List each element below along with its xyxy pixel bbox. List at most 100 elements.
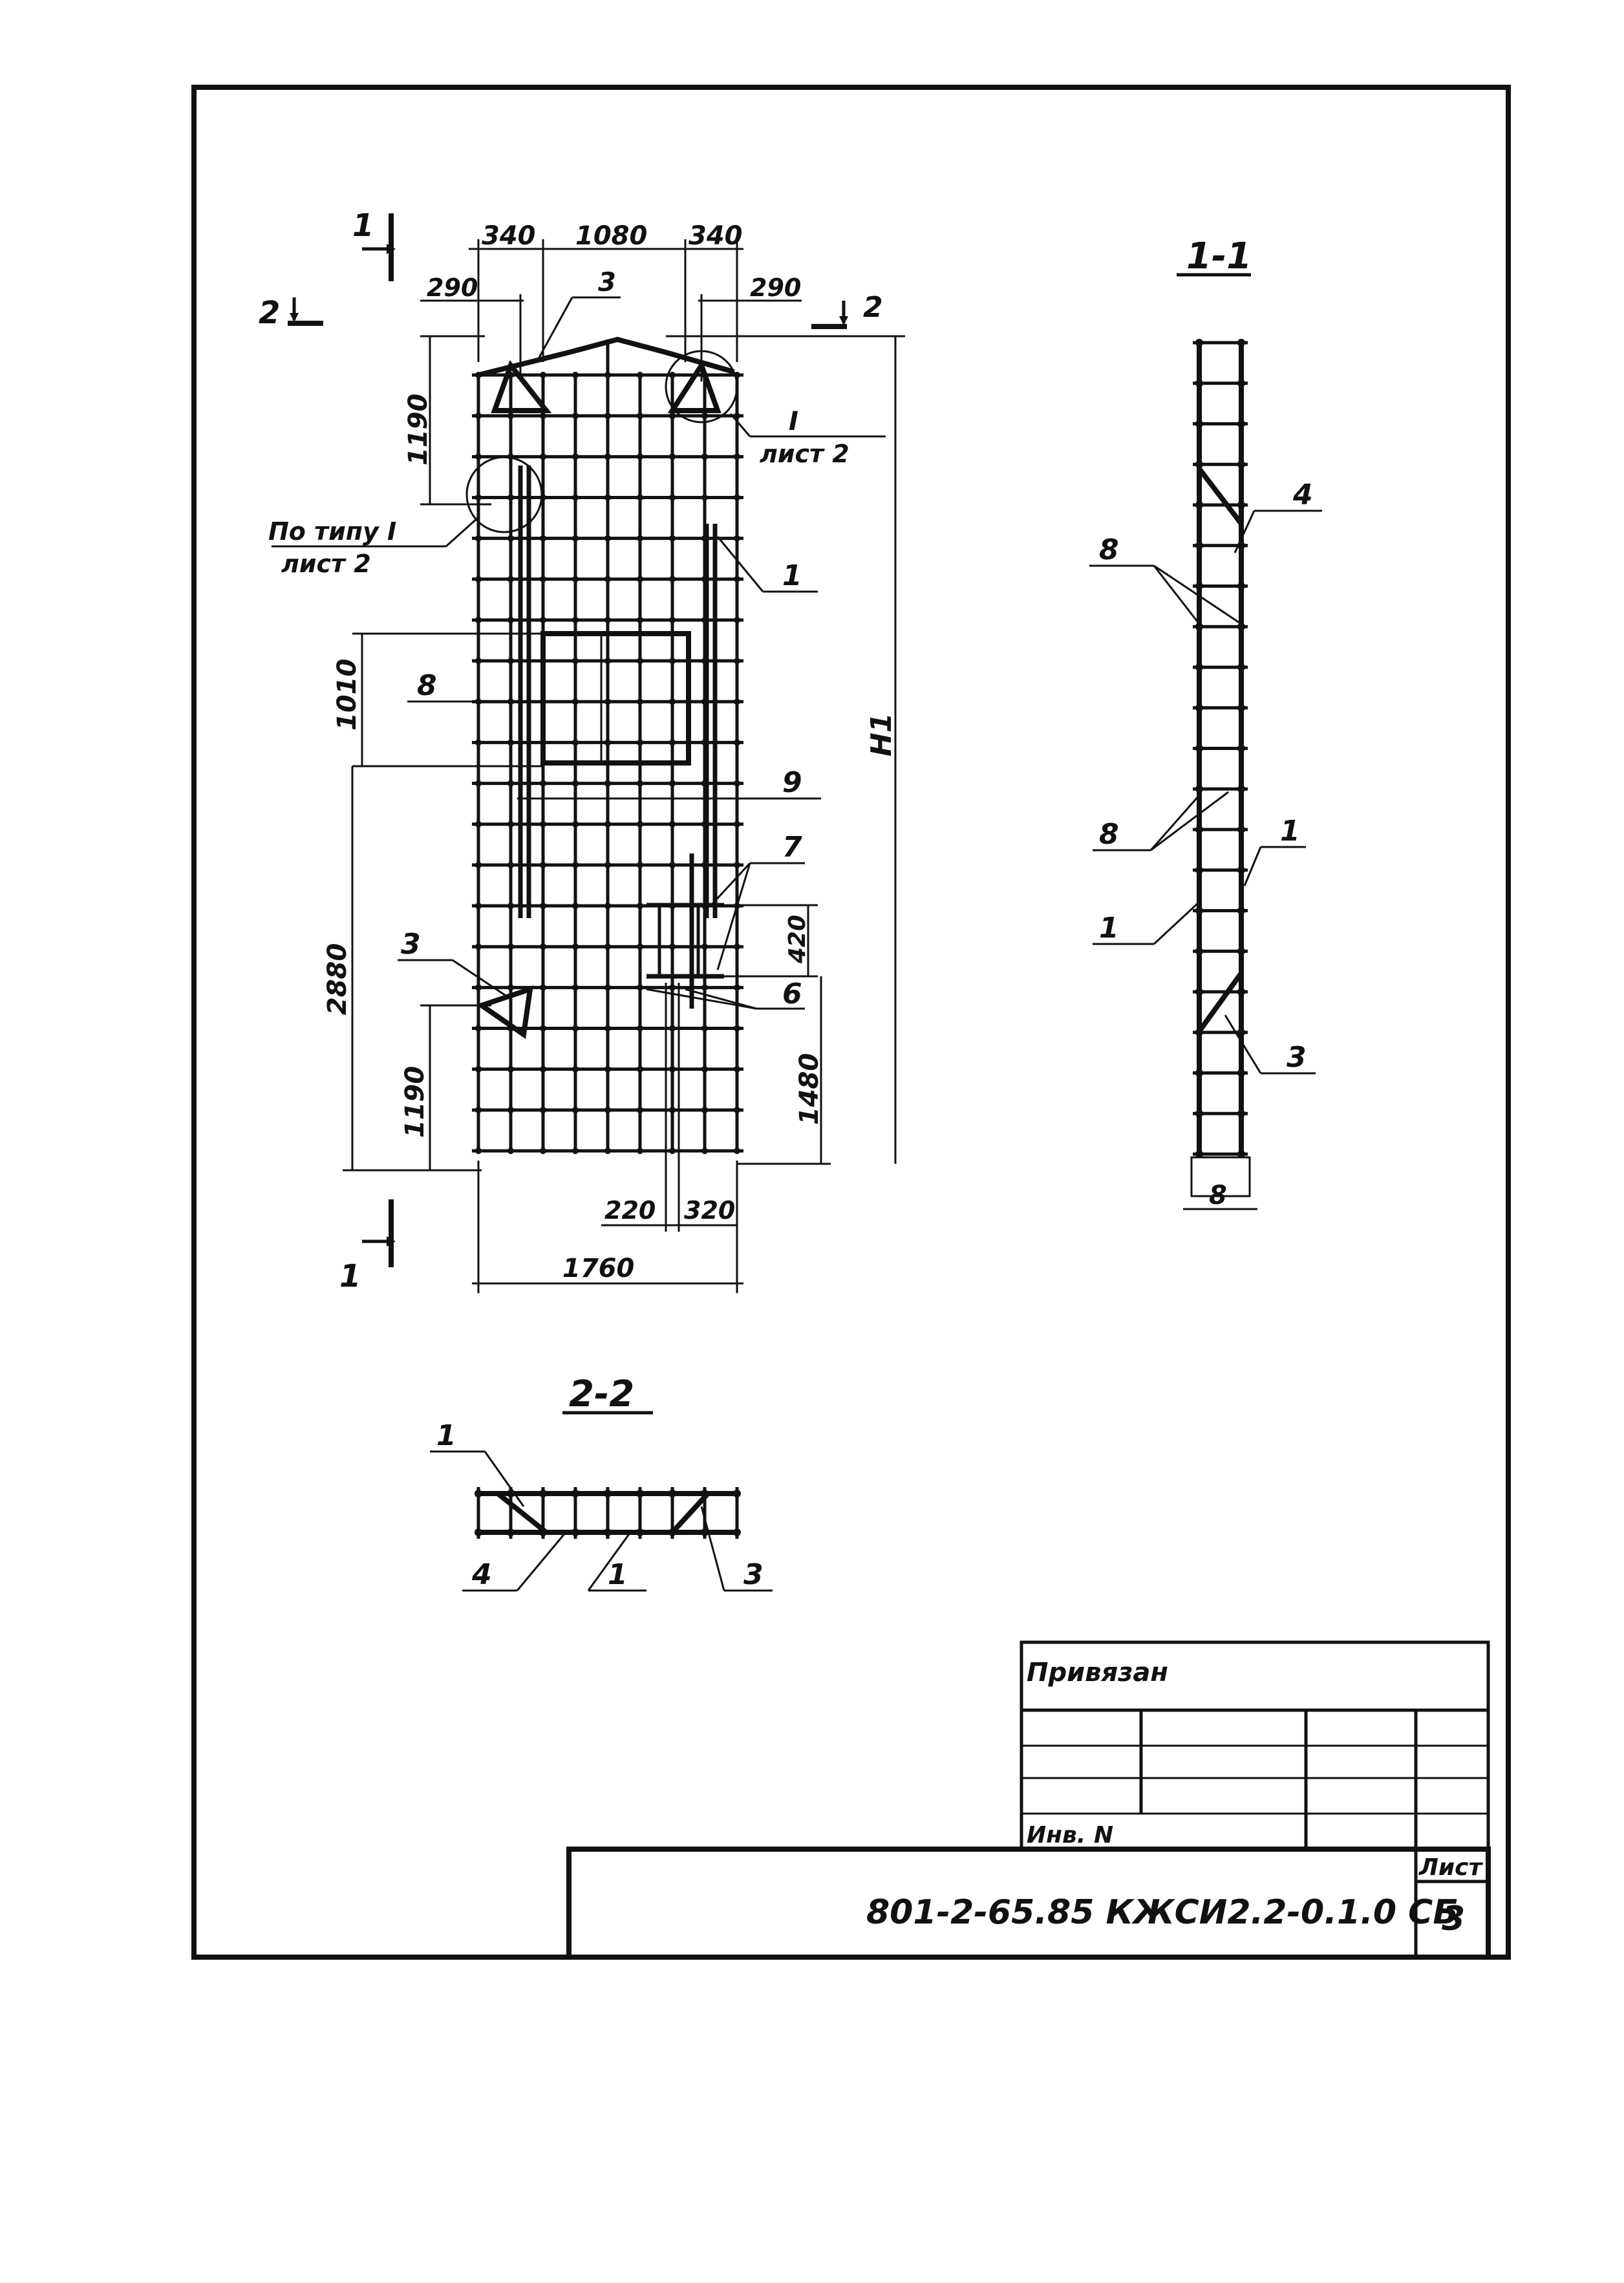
mesh-weld-point: [701, 413, 708, 420]
mesh-weld-point: [637, 453, 643, 460]
mesh-weld-point: [604, 1106, 611, 1113]
mesh-weld-point: [508, 820, 514, 828]
document-code: 801-2-65.85 КЖСИ2.2-0.1.0 СБ: [866, 1893, 1458, 1932]
mesh-weld-point: [734, 413, 740, 420]
mesh-weld-point: [604, 1025, 611, 1032]
mesh-weld-point: [637, 984, 643, 991]
dim-total-width: 1760: [562, 1254, 634, 1283]
section-1-1-callout-8b: 8: [1099, 818, 1119, 851]
mesh-weld-point: [637, 616, 643, 623]
section-1-1-bar-dot: [1237, 947, 1245, 956]
dim-opening: 1010: [332, 659, 362, 731]
section-1-1-bar-dot: [1237, 623, 1245, 631]
section-cut-1-top-label: 1: [352, 208, 374, 244]
mesh-weld-point: [540, 535, 546, 542]
mesh-weld-point: [572, 1025, 579, 1032]
section-2-2-bar-dot: [475, 1490, 482, 1497]
section-1-1-callout-8a-leader-1: [1153, 565, 1201, 625]
mesh-weld-point: [572, 903, 579, 910]
section-2-2-bar-dot: [572, 1490, 579, 1497]
mesh-weld-point: [734, 453, 740, 460]
section-1-1-bar-dot: [1237, 785, 1245, 793]
mesh-weld-point: [572, 658, 579, 665]
mesh-weld-point: [604, 984, 611, 991]
section-1-1-callout-8a: 8: [1099, 533, 1119, 566]
mesh-weld-point: [734, 1148, 740, 1154]
mesh-weld-point: [734, 1066, 740, 1073]
mesh-weld-point: [669, 1148, 676, 1154]
mesh-weld-point: [637, 658, 643, 665]
mesh-weld-point: [734, 1025, 740, 1032]
section-1-1-bar-dot: [1195, 988, 1203, 996]
section-1-1-bar-dot: [1195, 744, 1203, 753]
section-1-1-bar-dot: [1237, 866, 1245, 874]
mesh-weld-point: [701, 1106, 708, 1113]
mesh-weld-point: [604, 575, 611, 583]
sheet-frame: [191, 85, 1511, 1960]
section-2-2-bar-dot: [701, 1528, 709, 1536]
section-1-1-bar-dot: [1237, 1150, 1245, 1158]
mesh-weld-point: [508, 903, 514, 910]
mesh-weld-point: [669, 575, 676, 583]
mesh-weld-point: [475, 372, 482, 378]
callout-6: 6: [782, 978, 802, 1011]
mesh-weld-point: [637, 413, 643, 420]
mesh-weld-point: [572, 984, 579, 991]
section-cut-1-bottom-label: 1: [339, 1258, 361, 1294]
mesh-weld-point: [637, 575, 643, 583]
mesh-weld-point: [540, 413, 546, 420]
mesh-weld-point: [669, 413, 676, 420]
dim-small-opening: 420: [784, 915, 811, 964]
callout-type-I-leader: [445, 516, 480, 548]
section-1-1-bar-dot: [1195, 826, 1203, 833]
mesh-weld-point: [604, 372, 611, 378]
section-2-2-callout-1-leader: [484, 1451, 525, 1507]
mesh-weld-point: [475, 616, 482, 623]
section-1-1: 1-1 8 4 8 8 1 1 3: [1089, 235, 1322, 1210]
section-1-1-bar-dot: [1237, 420, 1245, 428]
mesh-weld-point: [475, 535, 482, 542]
section-2-2-callout-3: 3: [743, 1558, 764, 1591]
section-1-1-diagonal-top: [1197, 467, 1244, 526]
title-block: Привязан Инв. N 801-2-65.85 КЖСИ2.2-0.1.…: [566, 1640, 1491, 1960]
mesh-weld-point: [475, 739, 482, 746]
section-1-1-callout-8a-leader-2: [1153, 564, 1242, 625]
section-1-1-bar-dot: [1195, 663, 1203, 671]
mesh-weld-point: [475, 1106, 482, 1113]
section-1-1-bar-dot: [1237, 1069, 1245, 1077]
callout-3-leader: [452, 959, 511, 1000]
mesh-weld-point: [475, 453, 482, 460]
mesh-weld-point: [604, 1066, 611, 1073]
section-2-2-diagonal-left: [496, 1491, 548, 1535]
mesh-weld-point: [475, 413, 482, 420]
callout-7-leader-a: [710, 862, 751, 906]
mesh-weld-point: [475, 575, 482, 583]
mesh-weld-point: [637, 1025, 643, 1032]
section-1-1-callout-3: 3: [1287, 1041, 1307, 1074]
callout-1: 1: [782, 559, 802, 592]
mesh-weld-point: [508, 413, 514, 420]
section-cut-2-left-label: 2: [259, 295, 280, 331]
mesh-weld-point: [540, 861, 546, 868]
mesh-weld-point: [540, 1066, 546, 1073]
section-2-2-bar-dot: [475, 1528, 482, 1536]
section-1-1-bar-dot: [1237, 379, 1245, 387]
mesh-weld-point: [701, 1066, 708, 1073]
mesh-weld-point: [508, 658, 514, 665]
mesh-weld-point: [540, 575, 546, 583]
mesh-weld-point: [701, 984, 708, 991]
mesh-weld-point: [734, 658, 740, 665]
section-1-1-bar-dot: [1237, 501, 1245, 509]
section-1-1-callout-1a-leader: [1153, 901, 1201, 945]
section-1-1-bar-dot: [1195, 623, 1203, 631]
main-title-row: [566, 1847, 1491, 1960]
section-1-1-bar-dot: [1195, 379, 1203, 387]
mesh-weld-point: [734, 535, 740, 542]
mesh-weld-point: [604, 820, 611, 828]
mesh-weld-point: [669, 494, 676, 501]
section-2-2-bar-dot: [539, 1490, 547, 1497]
section-1-1-bar-dot: [1195, 1109, 1203, 1118]
callout-7-leader-b: [716, 863, 751, 970]
section-1-1-bar-dot: [1195, 460, 1203, 469]
bound-label: Привязан: [1027, 1658, 1168, 1688]
